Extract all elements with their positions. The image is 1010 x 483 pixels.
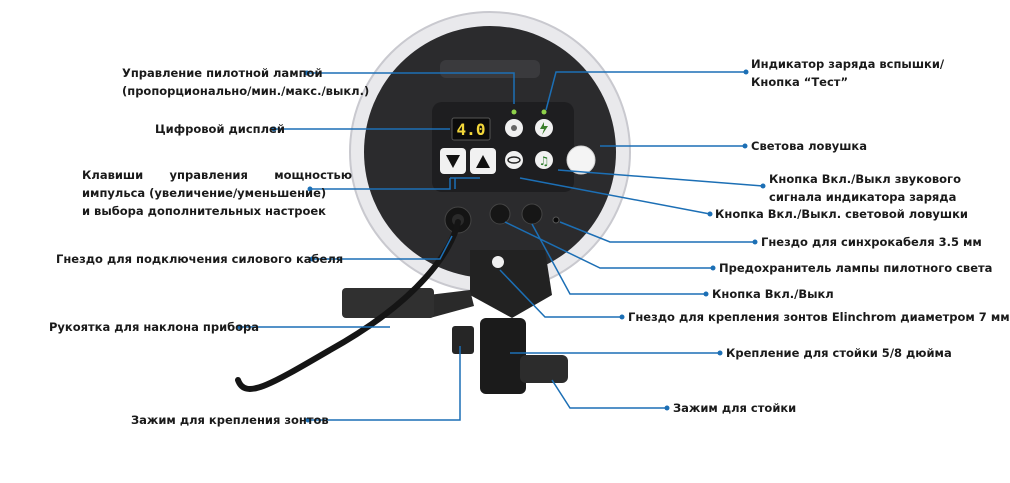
label-charge-indicator-line2: Кнопка “Тест” [751, 75, 849, 89]
label-pilot-control-line1: Управление пилотной лампой [122, 66, 323, 80]
label-stand-mount: Крепление для стойки 5/8 дюйма [726, 346, 952, 360]
leader-trap-button [519, 177, 711, 215]
label-power-keys-line1: Клавиши управления мощностью [82, 168, 352, 182]
charge-led [541, 109, 547, 115]
leader-power-socket [312, 235, 453, 260]
label-light-trap: Светова ловушка [751, 139, 867, 153]
leader-onoff [531, 223, 706, 295]
umbrella-hole [492, 256, 504, 268]
light-trap-sensor [566, 145, 596, 175]
label-power-socket: Гнездо для подключения силового кабеля [56, 252, 344, 266]
power-cable [235, 219, 461, 392]
arrow-up-icon [476, 155, 490, 168]
label-trap-button: Кнопка Вкл./Выкл. световой ловушки [715, 207, 968, 221]
label-power-keys: Клавиши управления мощностью импульса (у… [82, 166, 352, 220]
leader-charge-indicator [545, 71, 746, 111]
label-tilt-handle: Рукоятка для наклона прибора [49, 320, 260, 334]
light-trap-button[interactable] [505, 151, 523, 169]
sync-socket [552, 216, 560, 224]
label-sound-button-line1: Кнопка Вкл./Выкл звукового [769, 172, 961, 186]
label-sound-button: Кнопка Вкл./Выкл звукового сигнала индик… [769, 170, 961, 206]
mount-yoke [470, 250, 552, 318]
leader-fuse [504, 221, 713, 269]
leader-umbrella-socket [499, 269, 622, 318]
label-onoff-button: Кнопка Вкл./Выкл [712, 287, 834, 301]
label-sync-socket: Гнездо для синхрокабеля 3.5 мм [761, 235, 982, 249]
label-umbrella-clamp: Зажим для крепления зонтов [131, 413, 329, 427]
leader-lines [240, 71, 764, 421]
leader-umbrella-clamp [308, 346, 461, 421]
arrow-down-icon [446, 155, 460, 168]
label-pilot-control-line2: (пропорционально/мин./макс./выкл.) [122, 84, 370, 98]
label-pilot-control: Управление пилотной лампой (пропорционал… [122, 64, 369, 100]
stand-clamp-knob[interactable] [520, 355, 568, 383]
label-pilot-fuse: Предохранитель лампы пилотного света [719, 261, 993, 275]
top-vent [440, 60, 540, 78]
leader-power-keys [310, 177, 480, 190]
leader-dots [237, 69, 766, 423]
label-stand-clamp: Зажим для стойки [673, 401, 797, 415]
leader-stand-clamp [551, 379, 667, 409]
label-sound-button-line2: сигнала индикатора заряда [769, 190, 957, 204]
umbrella-clamp[interactable] [452, 326, 474, 354]
label-umbrella-socket: Гнездо для крепления зонтов Elinchrom ди… [628, 310, 1010, 324]
stand-mount-body [480, 318, 526, 394]
bulb-icon [511, 125, 517, 131]
pilot-led [511, 109, 517, 115]
leader-pilot-control [307, 72, 515, 104]
leader-sync-socket [559, 221, 755, 243]
label-digital-display: Цифровой дисплей [155, 122, 285, 136]
label-charge-indicator-line1: Индикатор заряда вспышки/ [751, 57, 945, 71]
label-charge-indicator: Индикатор заряда вспышки/ Кнопка “Тест” [751, 55, 944, 91]
music-note-icon: ♫ [539, 154, 550, 168]
sound-button[interactable] [535, 151, 553, 169]
display-readout: 4.0 [457, 120, 486, 139]
label-power-keys-line3: и выбора дополнительных настроек [82, 204, 326, 218]
leader-sound-button [557, 169, 764, 187]
flash-icon [540, 122, 548, 135]
eye-icon [507, 156, 521, 164]
fuse-cap [489, 203, 511, 225]
label-power-keys-line2: импульса (увеличение/уменьшение) [82, 186, 327, 200]
digital-display [451, 117, 491, 141]
power-switch[interactable] [521, 203, 543, 225]
